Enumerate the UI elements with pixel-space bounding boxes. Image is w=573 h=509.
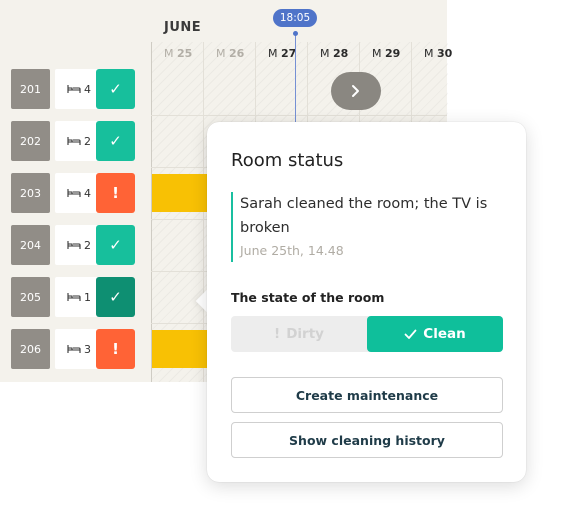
booking-bar[interactable] [152,174,212,212]
bed-count: 2 [55,225,103,265]
day-header[interactable]: M 26 [216,47,245,60]
booking-bar[interactable] [152,330,212,368]
room-number[interactable]: 204 [11,225,50,265]
bed-count: 4 [55,173,103,213]
bed-icon [67,345,81,353]
bed-icon [67,189,81,197]
room-status-button[interactable]: ✓ [96,121,135,161]
bed-count: 4 [55,69,103,109]
show-cleaning-history-button[interactable]: Show cleaning history [231,422,503,458]
current-time-dot [293,31,298,36]
day-header[interactable]: M 28 [320,47,349,60]
room-status-button[interactable]: ! [96,173,135,213]
note-timestamp: June 25th, 14.48 [240,243,344,258]
bed-count: 1 [55,277,103,317]
room-number[interactable]: 205 [11,277,50,317]
next-days-button[interactable] [331,72,381,110]
room-status-button[interactable]: ✓ [96,69,135,109]
grid-row-divider [151,115,447,116]
room-number[interactable]: 206 [11,329,50,369]
room-status-button[interactable]: ! [96,329,135,369]
popover-title: Room status [231,150,344,171]
room-state-label: The state of the room [231,290,385,305]
bed-icon [67,85,81,93]
room-status-button[interactable]: ✓ [96,225,135,265]
day-header[interactable]: M 25 [164,47,193,60]
day-header[interactable]: M 29 [372,47,401,60]
cleaning-note: Sarah cleaned the room; the TV is broken… [231,192,516,262]
month-label: JUNE [164,20,202,35]
bed-count: 2 [55,121,103,161]
grid-column-divider [203,42,204,382]
checkmark-icon [404,329,417,339]
chevron-right-icon [352,85,359,97]
bed-count: 3 [55,329,103,369]
current-time-badge: 18:05 [273,9,317,27]
dirty-option[interactable]: ! Dirty [274,326,324,342]
room-status-popover: Room status Sarah cleaned the room; the … [207,122,526,482]
clean-option[interactable]: Clean [367,316,503,352]
bed-icon [67,293,81,301]
exclamation-icon: ! [274,326,281,342]
room-number[interactable]: 201 [11,69,50,109]
day-header[interactable]: M 27 [268,47,297,60]
room-number[interactable]: 203 [11,173,50,213]
room-state-toggle: ! Dirty Clean [231,316,503,352]
create-maintenance-button[interactable]: Create maintenance [231,377,503,413]
bed-icon [67,137,81,145]
room-number[interactable]: 202 [11,121,50,161]
current-time-line [295,33,296,163]
day-header[interactable]: M 30 [424,47,453,60]
room-status-button[interactable]: ✓ [96,277,135,317]
note-text: Sarah cleaned the room; the TV is broken [240,196,488,236]
bed-icon [67,241,81,249]
